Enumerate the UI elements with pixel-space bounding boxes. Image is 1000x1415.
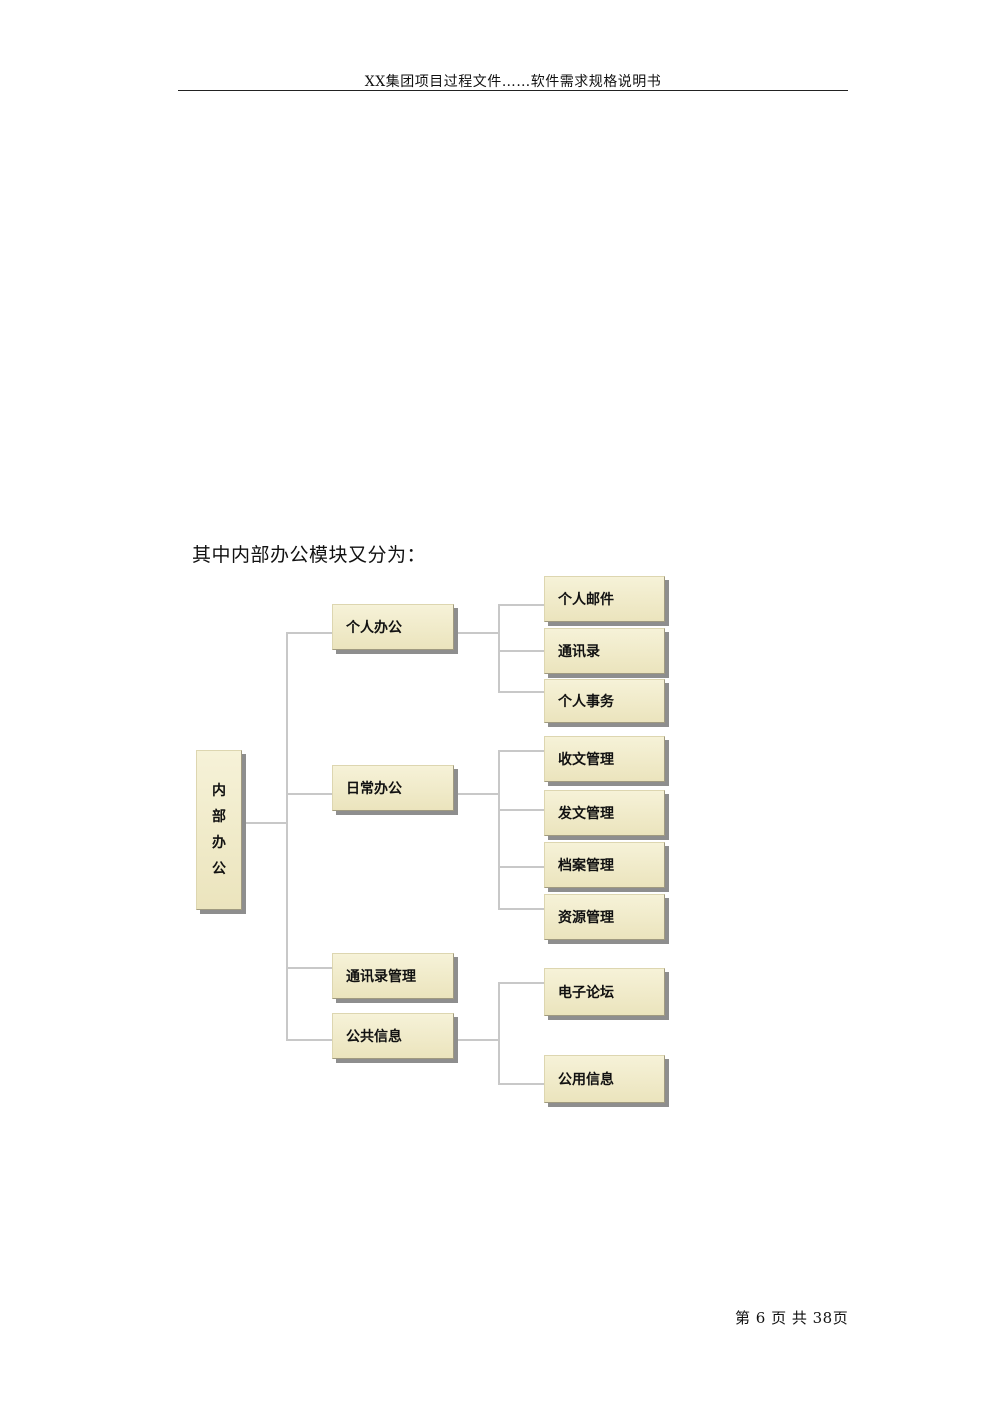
connector-leaf	[498, 866, 544, 868]
connector-leaf	[498, 750, 544, 752]
connector-branch-3	[286, 967, 334, 969]
leaf-box-public-info: 公用信息	[544, 1055, 665, 1103]
root-char: 公	[212, 861, 226, 877]
connector-branch-1	[286, 632, 334, 634]
header-divider	[178, 90, 848, 91]
root-char: 部	[212, 809, 226, 825]
connector-branch-4	[286, 1039, 334, 1041]
leaf-box-resources: 资源管理	[544, 894, 665, 940]
page-header-title: XX集团项目过程文件……软件需求规格说明书	[364, 74, 662, 90]
connector-group-1-bar	[498, 604, 500, 692]
leaf-box-forum: 电子论坛	[544, 968, 665, 1016]
connector-group-1-stem	[454, 632, 500, 634]
leaf-box-archives: 档案管理	[544, 842, 665, 888]
connector-group-2-bar	[498, 750, 500, 910]
leaf-box-incoming-docs: 收文管理	[544, 736, 665, 782]
connector-leaf	[498, 908, 544, 910]
connector-group-4-bar	[498, 982, 500, 1085]
connector-leaf	[498, 604, 544, 606]
page-footer-number: 第 6 页 共 38页	[735, 1309, 849, 1327]
branch-box-public-info: 公共信息	[332, 1013, 454, 1059]
leaf-box-personal-mail: 个人邮件	[544, 576, 665, 622]
branch-box-contacts-management: 通讯录管理	[332, 953, 454, 999]
intro-paragraph: 其中内部办公模块又分为：	[192, 544, 427, 566]
branch-box-daily-office: 日常办公	[332, 765, 454, 811]
org-root-box: 内 部 办 公	[196, 750, 242, 910]
leaf-box-outgoing-docs: 发文管理	[544, 790, 665, 836]
connector-leaf	[498, 982, 544, 984]
connector-leaf	[498, 691, 544, 693]
leaf-box-address-book: 通讯录	[544, 628, 665, 674]
root-char: 办	[212, 835, 226, 851]
connector-leaf	[498, 809, 544, 811]
connector-group-2-stem	[454, 793, 500, 795]
connector-group-4-stem	[454, 1039, 500, 1041]
connector-branch-2	[286, 793, 334, 795]
connector-trunk	[286, 632, 288, 1041]
connector-leaf	[498, 650, 544, 652]
connector-root	[242, 822, 288, 824]
connector-leaf	[498, 1083, 544, 1085]
root-char: 内	[212, 783, 226, 799]
branch-box-personal-office: 个人办公	[332, 604, 454, 650]
leaf-box-personal-affairs: 个人事务	[544, 679, 665, 723]
